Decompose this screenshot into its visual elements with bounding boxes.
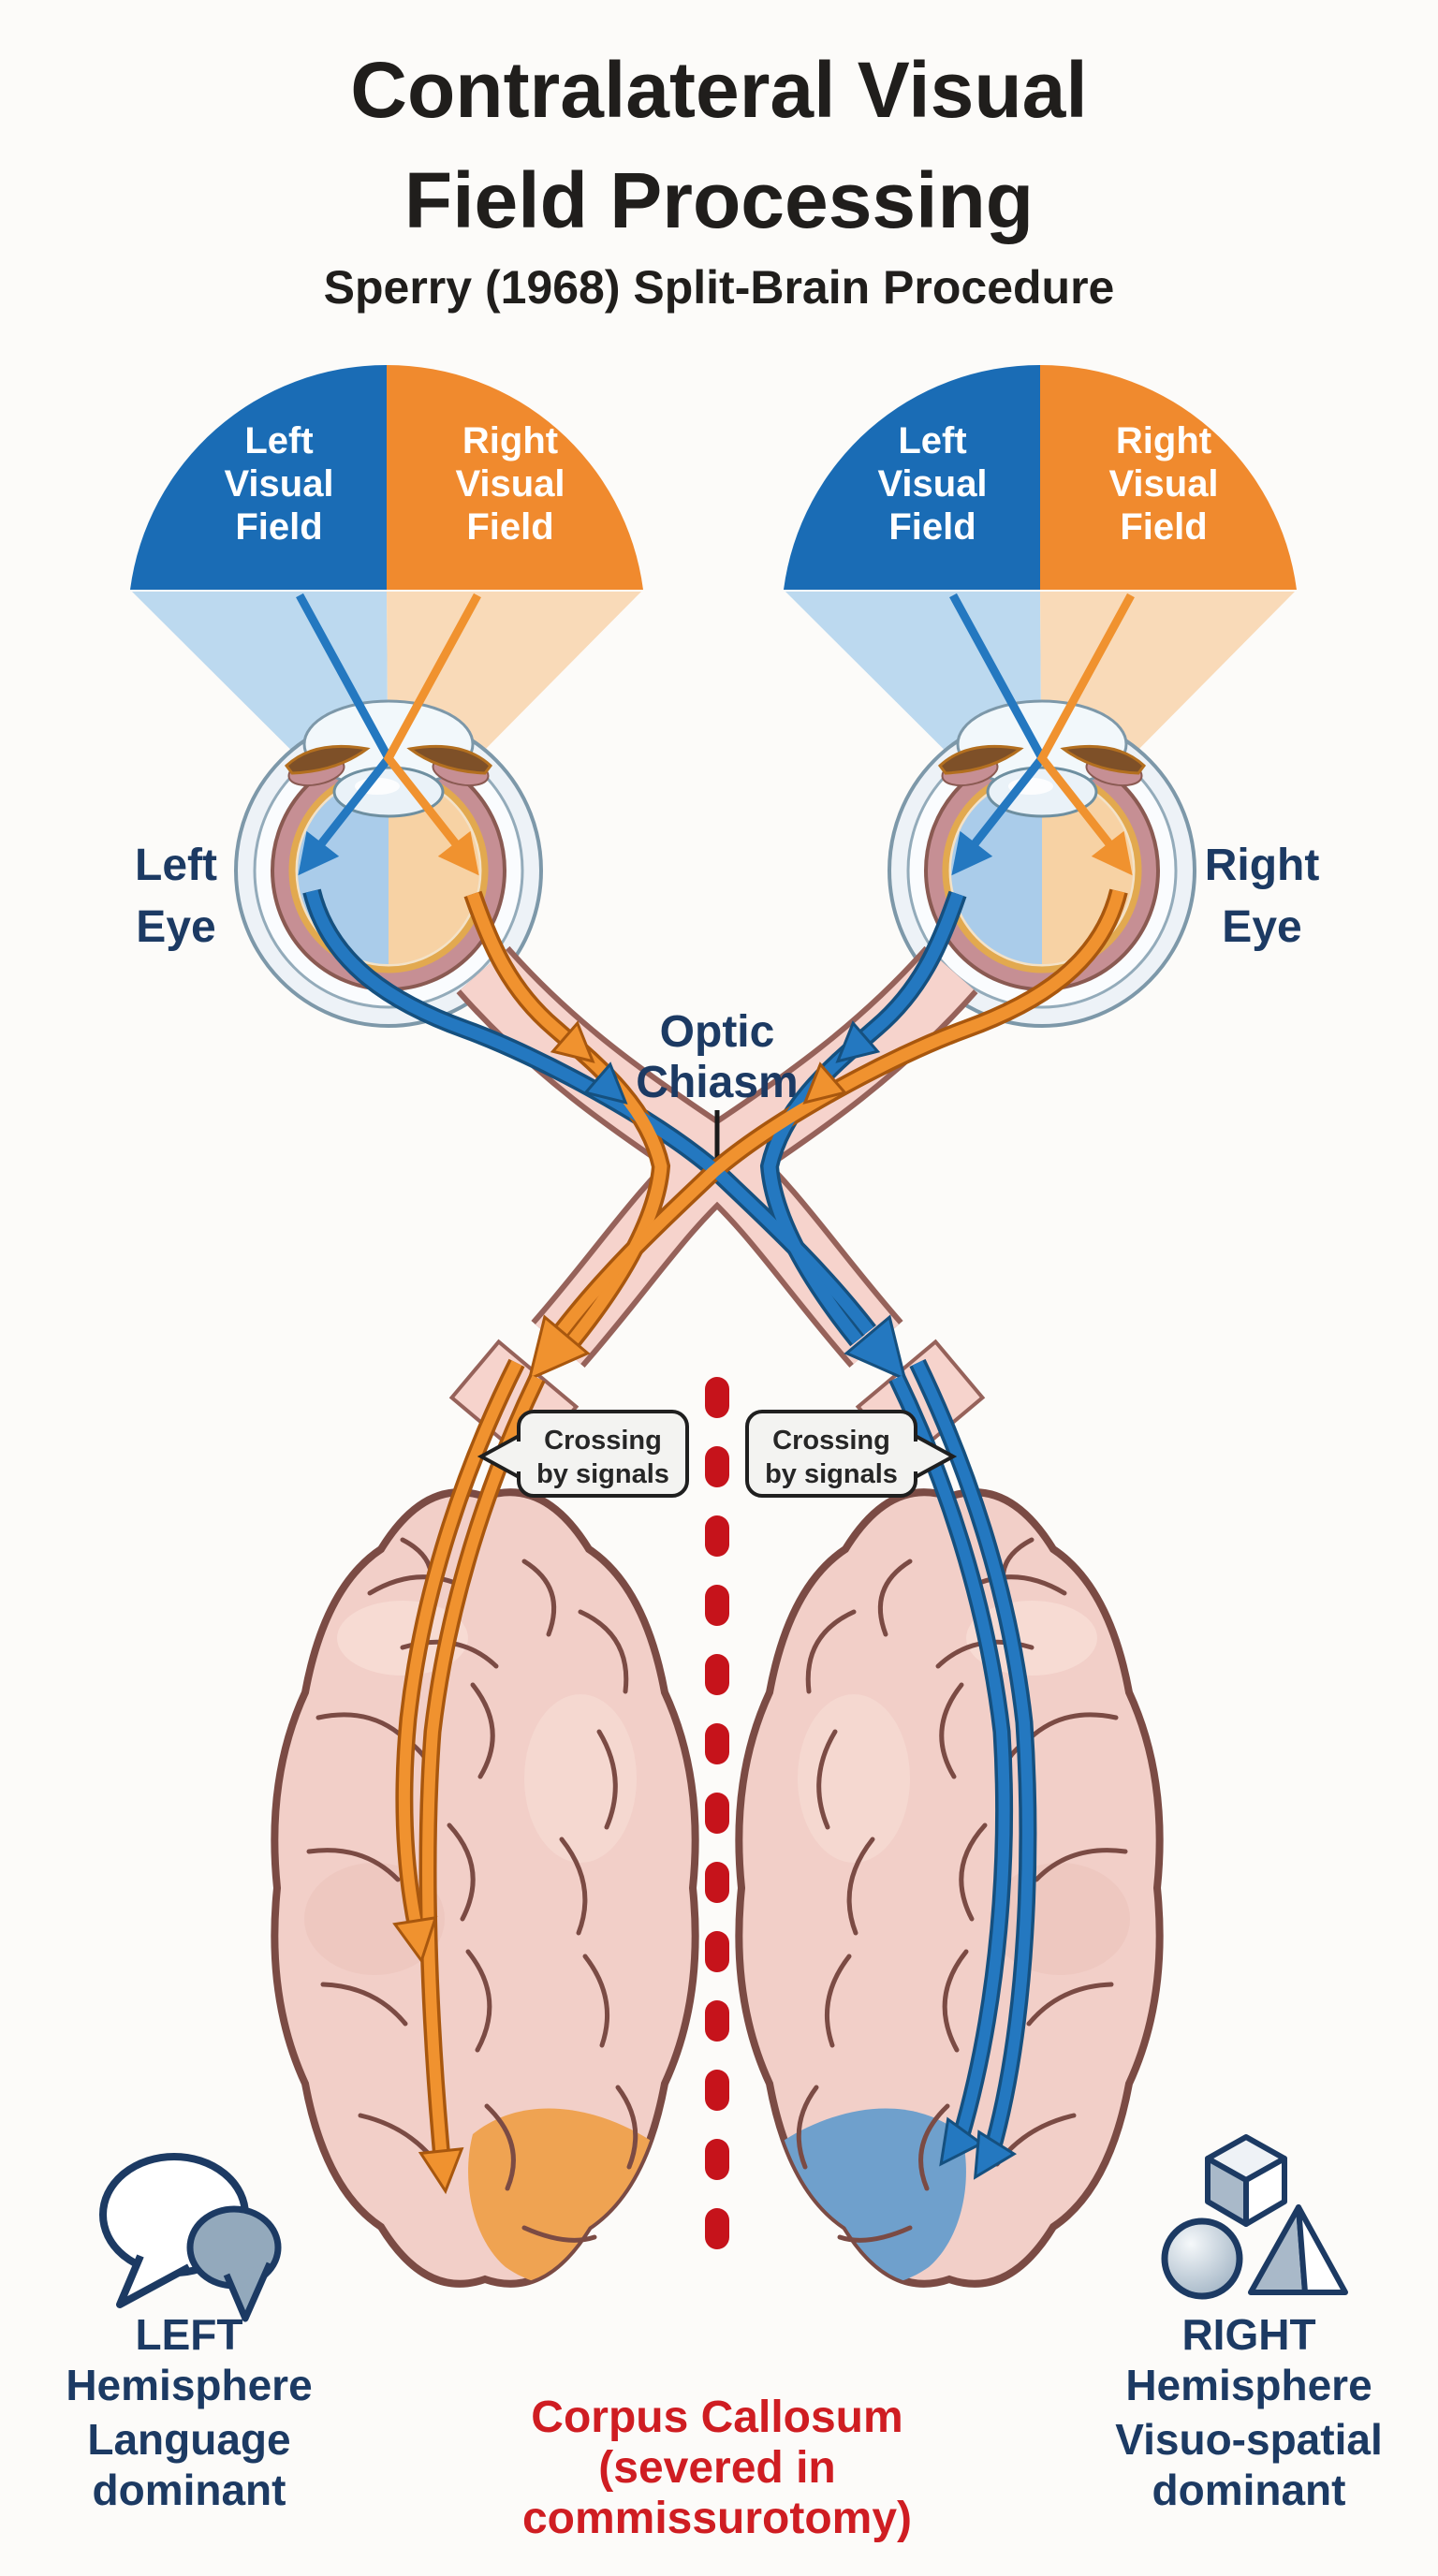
right-visual-field-sector <box>387 364 643 590</box>
right-visual-field-label: Right Visual Field <box>455 420 565 548</box>
svg-text:Crossing: Crossing <box>772 1426 890 1456</box>
svg-text:dominant: dominant <box>1152 2466 1346 2514</box>
svg-text:Hemisphere: Hemisphere <box>1125 2361 1372 2409</box>
svg-text:Left: Left <box>135 841 217 890</box>
page-title-line-1: Contralateral Visual <box>350 46 1087 134</box>
page-subtitle: Sperry (1968) Split-Brain Procedure <box>324 261 1115 314</box>
light-rays-left-eye <box>282 593 495 888</box>
svg-text:Visual: Visual <box>455 463 565 505</box>
corpus-callosum-label: Corpus Callosum (severed in commissuroto… <box>522 2393 912 2543</box>
svg-text:Eye: Eye <box>1222 902 1301 952</box>
cube-sphere-pyramid-icon <box>1161 2134 1348 2300</box>
left-hemisphere-label: LEFT Hemisphere Language dominant <box>66 2310 312 2514</box>
brain-right-hemisphere <box>739 1492 1159 2290</box>
brain-left-hemisphere <box>274 1492 695 2290</box>
optic-chiasm-label: Optic Chiasm <box>636 1007 799 1176</box>
svg-text:Corpus Callosum: Corpus Callosum <box>531 2393 902 2442</box>
crossing-by-signals-callout-right: Crossing by signals <box>745 1410 958 1498</box>
svg-text:RIGHT: RIGHT <box>1181 2310 1315 2359</box>
svg-text:Right: Right <box>462 420 558 461</box>
right-eye-label: Right Eye <box>1205 841 1320 952</box>
left-visual-field-label: Left Visual Field <box>224 420 333 548</box>
svg-text:Eye: Eye <box>136 902 215 952</box>
left-visual-field-sector <box>130 364 387 590</box>
crossing-by-signals-callout-left: Crossing by signals <box>477 1410 689 1498</box>
svg-text:LEFT: LEFT <box>136 2310 243 2359</box>
svg-text:Visual: Visual <box>224 463 333 505</box>
speech-bubbles-icon <box>99 2153 282 2322</box>
svg-text:by signals: by signals <box>765 1459 898 1489</box>
svg-text:dominant: dominant <box>93 2466 286 2514</box>
right-hemisphere-label: RIGHT Hemisphere Visuo-spatial dominant <box>1115 2310 1382 2514</box>
svg-text:by signals: by signals <box>536 1459 669 1489</box>
svg-text:Left: Left <box>244 420 313 461</box>
svg-text:Chiasm: Chiasm <box>636 1058 798 1107</box>
svg-text:Crossing: Crossing <box>544 1426 662 1456</box>
svg-text:Hemisphere: Hemisphere <box>66 2361 312 2409</box>
svg-text:Field: Field <box>235 506 322 548</box>
svg-text:Field: Field <box>466 506 553 548</box>
svg-text:Right: Right <box>1205 841 1320 890</box>
svg-text:Optic: Optic <box>660 1007 775 1057</box>
svg-text:commissurotomy): commissurotomy) <box>522 2494 912 2543</box>
title-block: Contralateral Visual Field Processing Sp… <box>324 46 1115 314</box>
svg-text:Visuo-spatial: Visuo-spatial <box>1115 2415 1382 2464</box>
page-title-line-2: Field Processing <box>404 156 1034 244</box>
svg-text:(severed in: (severed in <box>598 2443 835 2493</box>
left-eye-label: Left Eye <box>135 841 217 952</box>
svg-text:Language: Language <box>87 2415 290 2464</box>
